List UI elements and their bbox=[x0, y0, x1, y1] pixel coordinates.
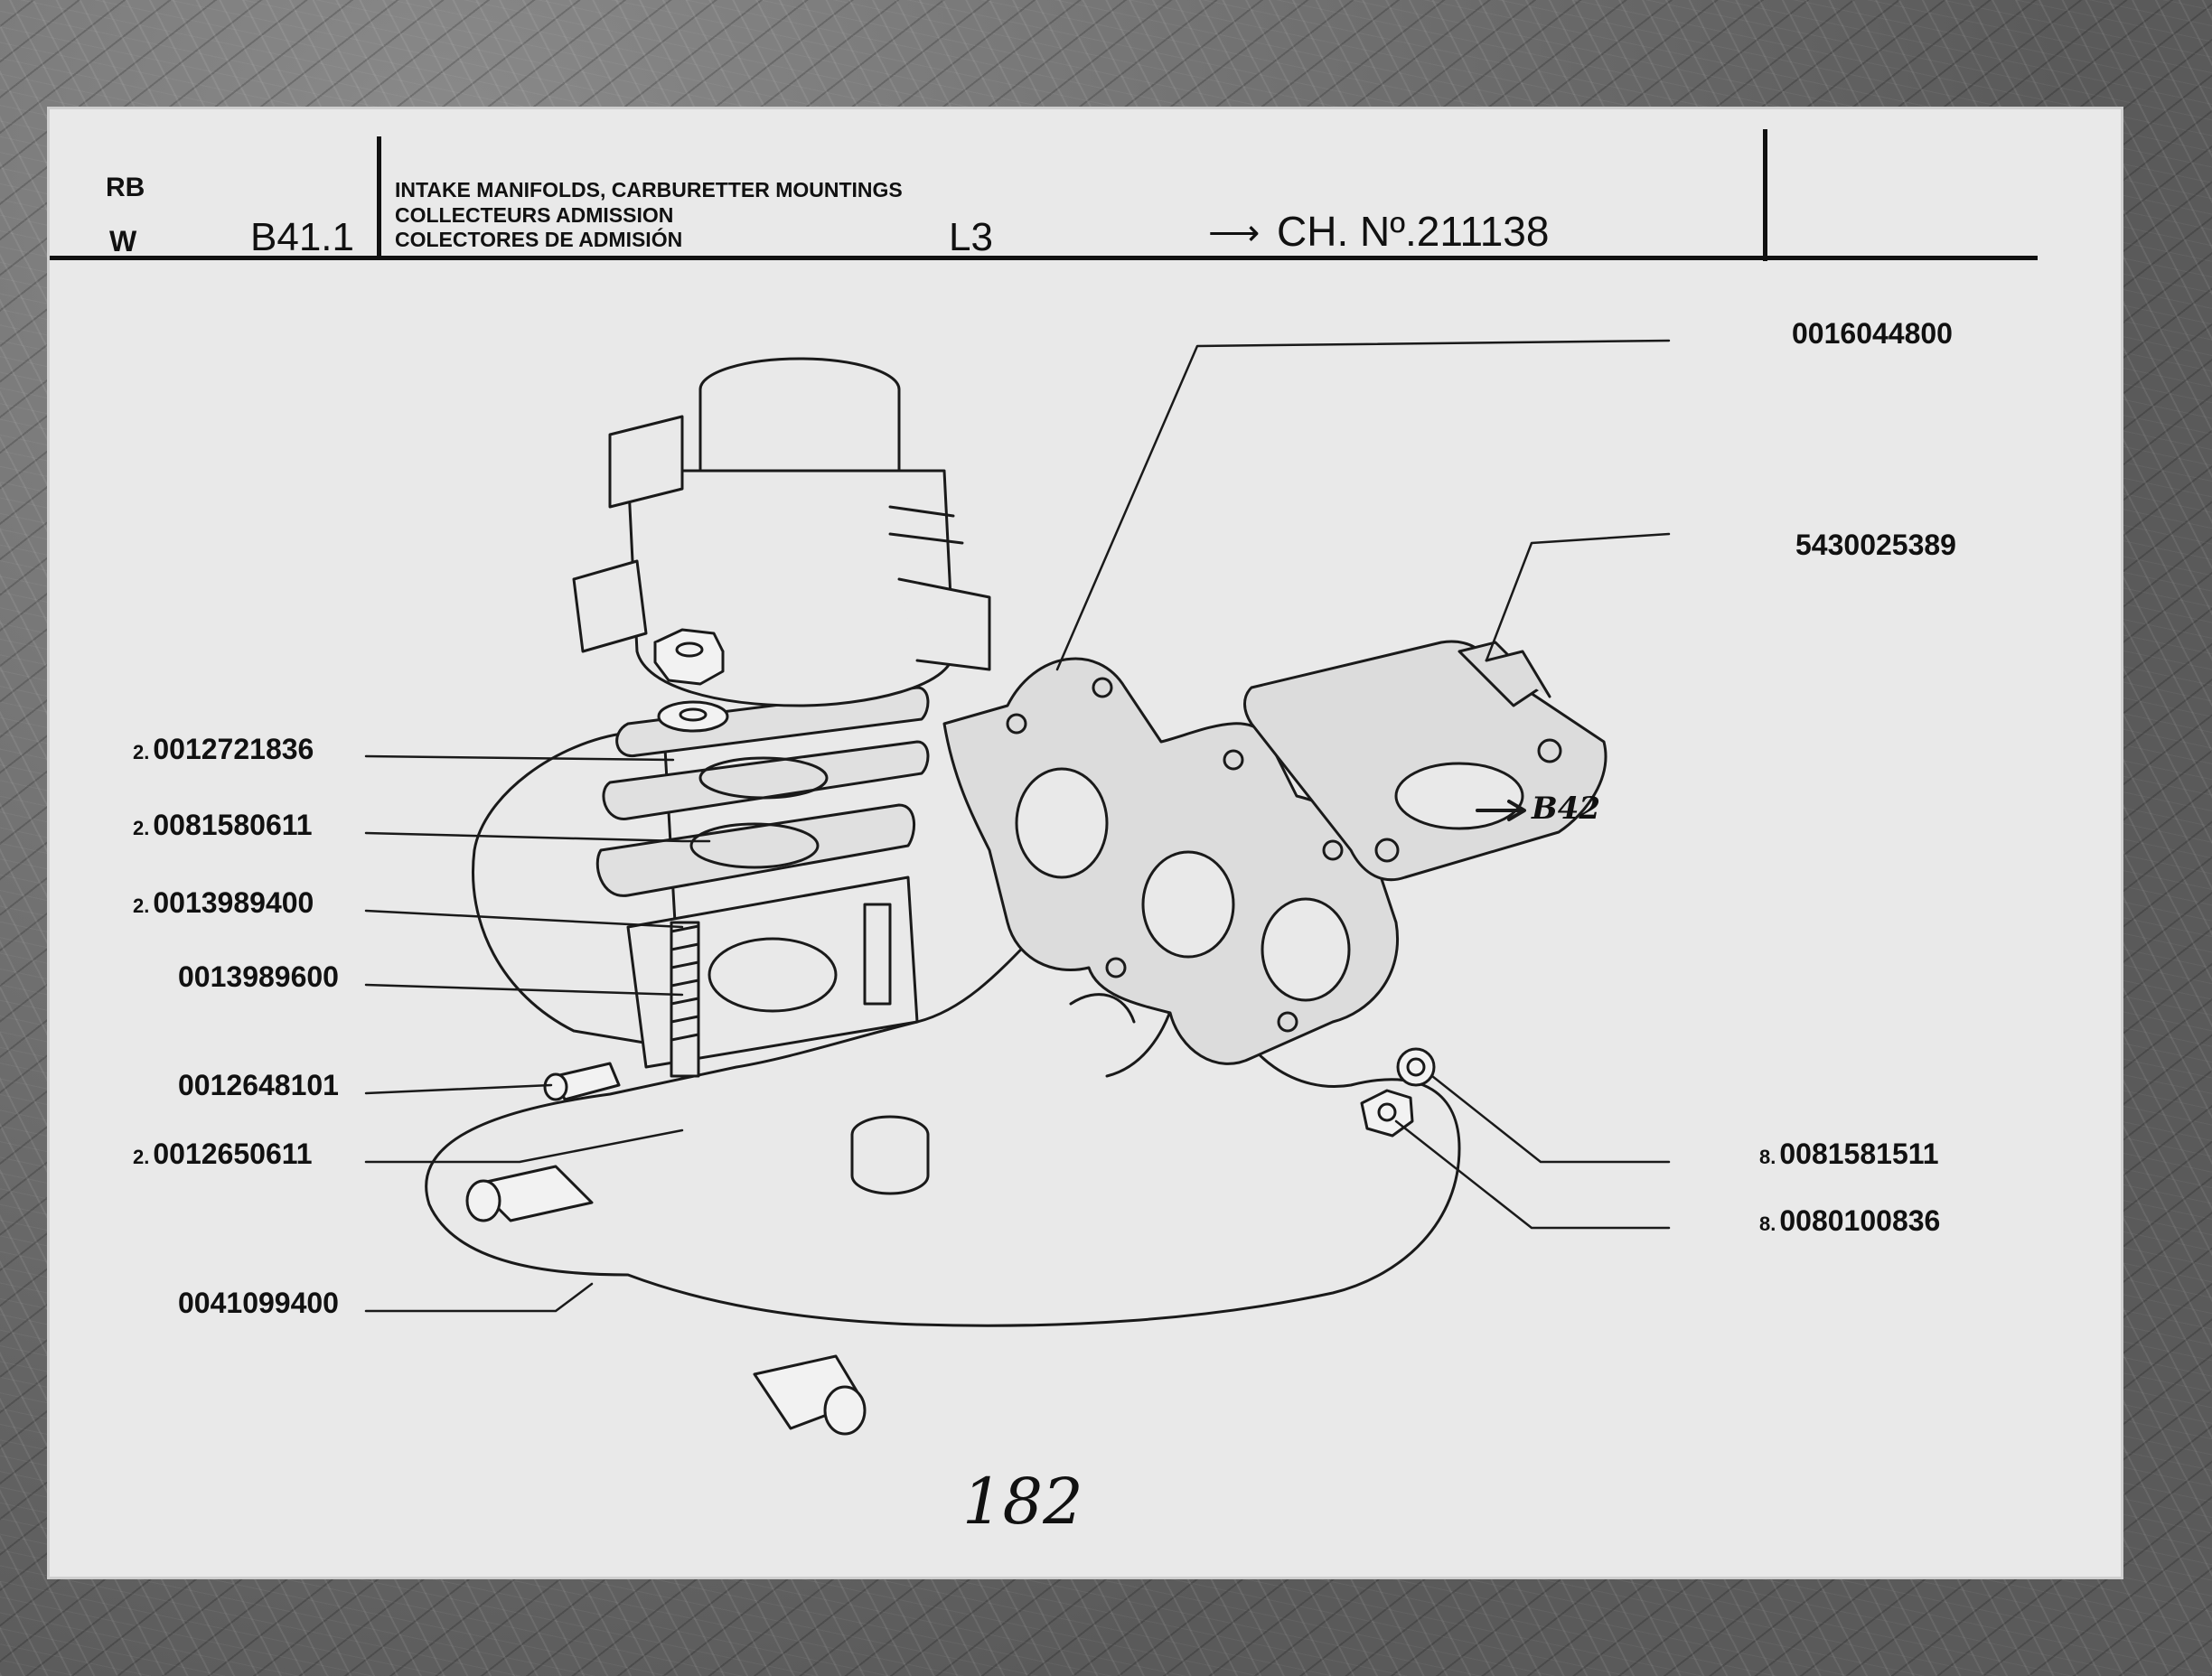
page-number: 182 bbox=[962, 1465, 1083, 1539]
water-pipes bbox=[465, 1062, 867, 1436]
header-underline bbox=[50, 256, 2038, 260]
callout-nut: 2.0012721836 bbox=[133, 733, 314, 765]
title-spanish: COLECTORES DE ADMISIÓN bbox=[395, 228, 683, 251]
callout-union: 0012648101 bbox=[178, 1069, 339, 1101]
exploded-view-drawing bbox=[364, 339, 1671, 1436]
header-divider-right bbox=[1763, 129, 1767, 261]
chassis-number: CH. Nº.211138 bbox=[1277, 208, 1550, 255]
callout-manifold-nut: 8.0080100836 bbox=[1759, 1204, 1941, 1237]
callout-manifold-washer: 8.0081581511 bbox=[1759, 1138, 1939, 1170]
section-number: B41.1 bbox=[250, 215, 354, 259]
manifold-gasket bbox=[942, 657, 1399, 1065]
header-code-top: RB bbox=[106, 173, 145, 202]
model-code: L3 bbox=[949, 215, 993, 259]
title-english: INTAKE MANIFOLDS, CARBURETTER MOUNTINGS bbox=[395, 178, 903, 201]
carburetter-nut-washer bbox=[653, 628, 729, 733]
carburetor-flange bbox=[626, 875, 919, 1078]
parts-sheet: RB W B41.1 INTAKE MANIFOLDS, CARBURETTER… bbox=[47, 107, 2123, 1579]
callout-carburetter-gasket: 5430025389 bbox=[1795, 529, 1956, 561]
cross-ref-arrow bbox=[1476, 800, 1526, 821]
spacer-plates bbox=[595, 686, 930, 897]
callout-washer: 2.0081580611 bbox=[133, 809, 313, 841]
carburetter-gasket bbox=[1243, 640, 1607, 882]
callout-spacer: 0013989600 bbox=[178, 960, 339, 993]
chassis-arrow: ⟶ bbox=[1208, 213, 1261, 253]
header-code-bottom: W bbox=[109, 225, 137, 257]
carburetter bbox=[572, 357, 991, 707]
callout-manifold: 0041099400 bbox=[178, 1287, 339, 1319]
title-french: COLLECTEURS ADMISSION bbox=[395, 203, 674, 227]
cross-reference-label: B42 bbox=[1532, 791, 1601, 827]
callout-insulator-plate: 2.0013989400 bbox=[133, 886, 314, 919]
callout-manifold-gasket: 0016044800 bbox=[1792, 317, 1953, 350]
header-divider-left bbox=[377, 136, 381, 259]
leader-lines bbox=[364, 339, 1671, 1313]
callout-stud: 2.0012650611 bbox=[133, 1138, 313, 1170]
